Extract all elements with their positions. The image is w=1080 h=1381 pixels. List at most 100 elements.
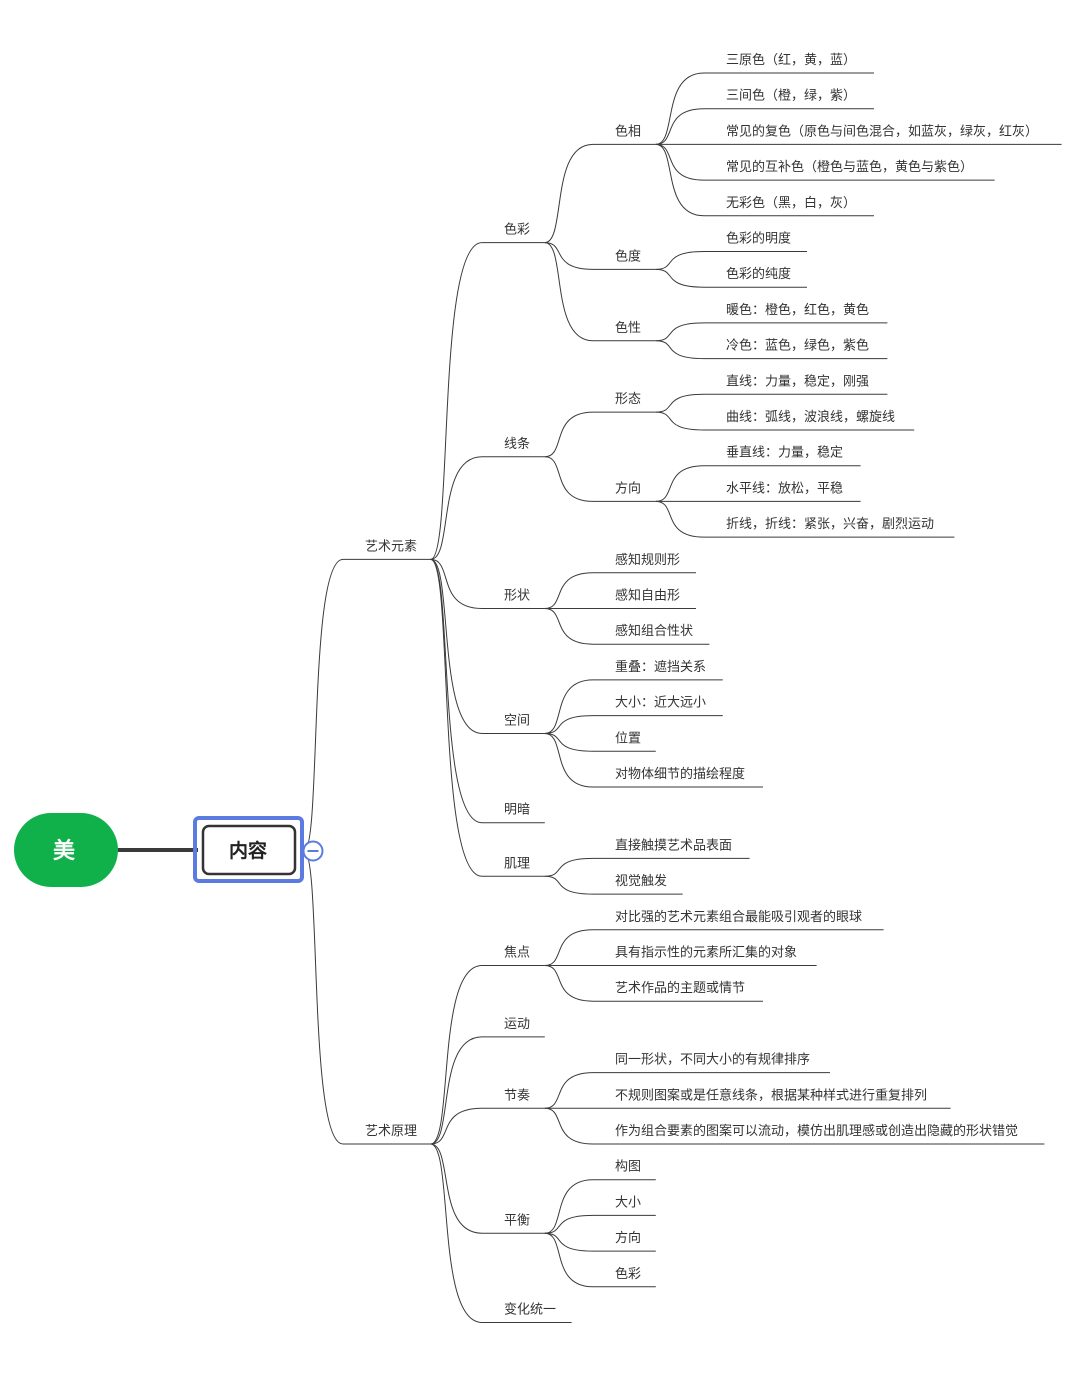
root-node[interactable]: 美: [14, 813, 118, 887]
leaf-topic-node[interactable]: 三原色（红，黄，蓝）: [704, 52, 874, 74]
topic-node[interactable]: 空间: [482, 713, 545, 734]
leaf-topic-node[interactable]: 色彩的纯度: [704, 266, 807, 288]
topic-node[interactable]: 色度: [593, 248, 656, 270]
branch-connector: [655, 340, 705, 360]
branch-connector: [430, 1143, 483, 1323]
topic-node[interactable]: 色彩: [482, 222, 545, 244]
leaf-topic-node[interactable]: 具有指示性的元素所汇集的对象: [593, 945, 817, 966]
topic-label: 对物体细节的描绘程度: [615, 766, 745, 782]
leaf-topic-node[interactable]: 感知自由形: [593, 588, 696, 609]
branch-connector: [544, 456, 594, 502]
topic-label: 视觉触发: [615, 873, 667, 889]
topic-node[interactable]: 节奏: [482, 1088, 545, 1109]
topic-label: 艺术元素: [365, 539, 417, 554]
topic-label: 线条: [504, 436, 530, 452]
root-node-label: 美: [53, 838, 76, 864]
branch-connector: [544, 411, 594, 458]
topic-label: 构图: [615, 1160, 641, 1175]
leaf-topic-node[interactable]: 运动: [482, 1017, 545, 1038]
leaf-topic-node[interactable]: 垂直线：力量，稳定: [704, 445, 861, 467]
topic-node[interactable]: 方向: [593, 480, 656, 502]
leaf-topic-node[interactable]: 感知规则形: [593, 552, 696, 574]
topic-label: 曲线：弧线，波浪线，螺旋线: [726, 410, 895, 425]
topic-node[interactable]: 色性: [593, 320, 656, 342]
topic-node[interactable]: 平衡: [482, 1213, 545, 1234]
collapse-toggle[interactable]: [302, 840, 324, 862]
leaf-topic-node[interactable]: 曲线：弧线，波浪线，螺旋线: [704, 410, 915, 431]
topic-label: 色彩: [504, 222, 530, 238]
leaf-topic-node[interactable]: 感知组合性状: [593, 623, 710, 645]
leaf-topic-node[interactable]: 对比强的艺术元素组合最能吸引观者的眼球: [593, 909, 884, 931]
topic-node[interactable]: 艺术原理: [343, 1124, 431, 1145]
leaf-topic-node[interactable]: 常见的复色（原色与间色混合，如蓝灰，绿灰，红灰）: [704, 123, 1062, 145]
topic-label: 变化统一: [504, 1302, 556, 1318]
leaf-topic-node[interactable]: 暖色：橙色，红色，黄色: [704, 302, 888, 324]
topic-label: 位置: [615, 731, 641, 746]
branch-connector: [655, 72, 705, 145]
leaf-topic-node[interactable]: 冷色：蓝色，绿色，紫色: [704, 338, 888, 360]
main-topic-node[interactable]: 内容: [193, 816, 304, 883]
leaf-topic-node[interactable]: 折线，折线：紧张，兴奋，剧烈运动: [704, 517, 955, 538]
topic-label: 常见的互补色（橙色与蓝色，黄色与紫色）: [726, 159, 973, 175]
leaf-topic-node[interactable]: 不规则图案或是任意线条，根据某种样式进行重复排列: [593, 1087, 951, 1109]
leaf-topic-node[interactable]: 三间色（橙，绿，紫）: [704, 88, 874, 110]
branch-connector: [544, 572, 594, 609]
branch-connector: [544, 1179, 594, 1234]
branch-connector: [544, 965, 594, 1002]
topic-label: 色度: [615, 248, 641, 264]
leaf-topic-node[interactable]: 水平线：放松，平稳: [704, 480, 861, 502]
topic-node[interactable]: 色相: [593, 123, 656, 145]
leaf-topic-node[interactable]: 视觉触发: [593, 873, 683, 895]
branch-connector: [544, 143, 594, 244]
leaf-topic-node[interactable]: 色彩: [593, 1266, 656, 1288]
branch-connector: [544, 1072, 594, 1109]
branch-connector: [544, 732, 594, 752]
branch-connector: [430, 1036, 483, 1145]
topic-label: 三原色（红，黄，蓝）: [726, 52, 856, 68]
leaf-topic-node[interactable]: 同一形状，不同大小的有规律排序: [593, 1052, 830, 1074]
topic-label: 色彩的纯度: [726, 266, 791, 282]
branch-connector: [544, 732, 594, 788]
topic-label: 直线：力量，稳定，刚强: [726, 373, 869, 389]
leaf-topic-node[interactable]: 方向: [593, 1230, 656, 1252]
topic-node[interactable]: 形状: [482, 589, 545, 609]
branch-connector: [544, 929, 594, 966]
topic-node[interactable]: 焦点: [482, 946, 545, 966]
topic-label: 艺术作品的主题或情节: [615, 980, 745, 996]
leaf-topic-node[interactable]: 直线：力量，稳定，刚强: [704, 373, 888, 395]
leaf-topic-node[interactable]: 大小：近大远小: [593, 696, 723, 717]
topic-node[interactable]: 艺术元素: [343, 539, 431, 560]
branch-connector: [544, 857, 594, 877]
leaf-topic-node[interactable]: 明暗: [482, 803, 545, 824]
branch-connector: [430, 558, 483, 877]
topic-label: 空间: [504, 713, 530, 728]
topic-node[interactable]: 线条: [482, 436, 545, 458]
topic-node[interactable]: 形态: [593, 392, 656, 413]
leaf-topic-node[interactable]: 直接触摸艺术品表面: [593, 837, 750, 859]
leaf-topic-node[interactable]: 变化统一: [482, 1302, 572, 1323]
topic-label: 冷色：蓝色，绿色，紫色: [726, 338, 869, 354]
branch-connector: [655, 143, 705, 217]
leaf-topic-node[interactable]: 重叠：遮挡关系: [593, 659, 723, 681]
topic-label: 运动: [504, 1017, 530, 1032]
topic-node[interactable]: 肌理: [482, 856, 545, 877]
topic-label: 直接触摸艺术品表面: [615, 837, 732, 853]
branch-connector: [655, 251, 705, 270]
branch-connector: [544, 1232, 594, 1288]
branch-connector: [544, 679, 594, 734]
leaf-topic-node[interactable]: 作为组合要素的图案可以流动，模仿出肌理感或创造出隐藏的形状错觉: [593, 1123, 1045, 1145]
topic-label: 重叠：遮挡关系: [615, 659, 706, 675]
leaf-topic-node[interactable]: 常见的互补色（橙色与蓝色，黄色与紫色）: [704, 159, 995, 181]
topic-label: 折线，折线：紧张，兴奋，剧烈运动: [726, 517, 934, 532]
leaf-topic-node[interactable]: 无彩色（黑，白，灰）: [704, 195, 874, 217]
branch-connector: [430, 242, 483, 560]
leaf-topic-node[interactable]: 位置: [593, 731, 656, 752]
leaf-topic-node[interactable]: 大小: [593, 1195, 656, 1216]
leaf-topic-node[interactable]: 色彩的明度: [704, 231, 807, 252]
topic-label: 色相: [615, 123, 641, 139]
leaf-topic-node[interactable]: 艺术作品的主题或情节: [593, 980, 763, 1002]
leaf-topic-node[interactable]: 构图: [593, 1160, 656, 1181]
branch-connector: [544, 1107, 594, 1145]
leaf-topic-node[interactable]: 对物体细节的描绘程度: [593, 766, 763, 788]
selection-outline: [193, 816, 304, 883]
